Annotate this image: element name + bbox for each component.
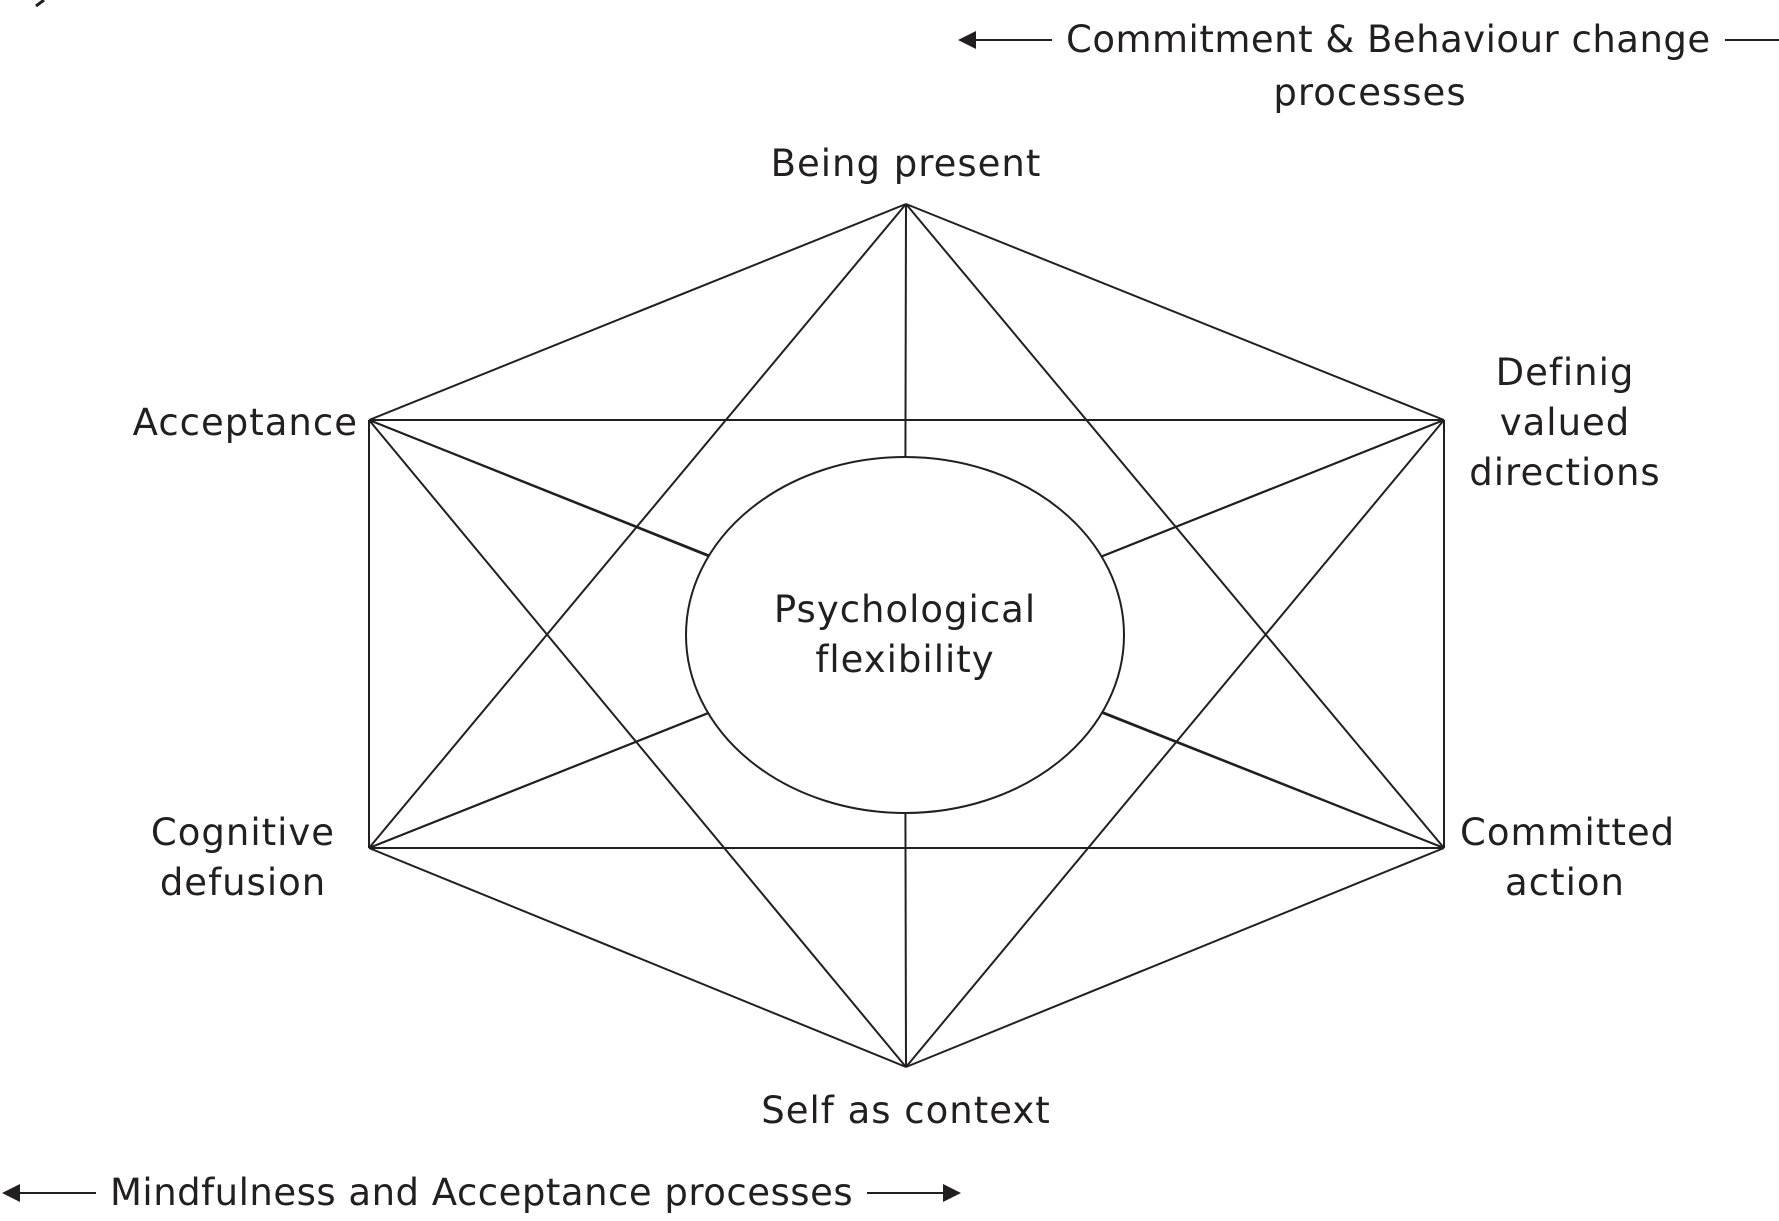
label-line: directions: [1469, 451, 1661, 494]
node-defining-valued-directions: Definig valued directions: [1460, 348, 1670, 498]
label-line: Psychological: [773, 588, 1037, 631]
label-line: Definig: [1495, 351, 1635, 394]
edge-top-ur: [905, 203, 1445, 421]
center-psychological-flexibility: Psychological flexibility: [745, 585, 1065, 685]
node-acceptance: Acceptance: [132, 401, 358, 444]
label-line: valued: [1499, 401, 1631, 444]
label-line: defusion: [159, 861, 327, 904]
node-committed-action: Committed action: [1460, 808, 1676, 908]
edge-ur-bot: [905, 419, 1445, 1068]
center-ellipse: [685, 456, 1125, 814]
node-being-present: Being present: [770, 142, 1042, 185]
edge-lr-bot: [905, 847, 1445, 1068]
edge-top-lr: [905, 203, 1445, 849]
label-line: action: [1505, 861, 1625, 904]
commitment-processes-annotation: Commitment & Behaviour change: [958, 18, 1779, 61]
commitment-label: Commitment & Behaviour change: [1066, 18, 1711, 61]
left-arrow-icon: [2, 1183, 96, 1202]
label-line: Cognitive: [150, 811, 336, 854]
corner-mark: [35, 0, 45, 8]
left-arrow-icon: [958, 30, 1052, 49]
right-arrow-icon: [867, 1183, 962, 1202]
node-cognitive-defusion: Cognitive defusion: [138, 808, 348, 908]
node-self-as-context: Self as context: [761, 1089, 1051, 1132]
right-arrow-icon: [1724, 38, 1779, 41]
edge-top-ul: [368, 203, 907, 421]
edge-ll-bot: [368, 847, 907, 1068]
edge-ul-bot: [368, 419, 907, 1068]
commitment-label-line2: processes: [1273, 71, 1467, 114]
label-line: flexibility: [815, 638, 995, 681]
mindfulness-label: Mindfulness and Acceptance processes: [110, 1171, 854, 1214]
mindfulness-processes-annotation: Mindfulness and Acceptance processes: [2, 1171, 962, 1214]
label-line: Committed: [1460, 811, 1676, 854]
